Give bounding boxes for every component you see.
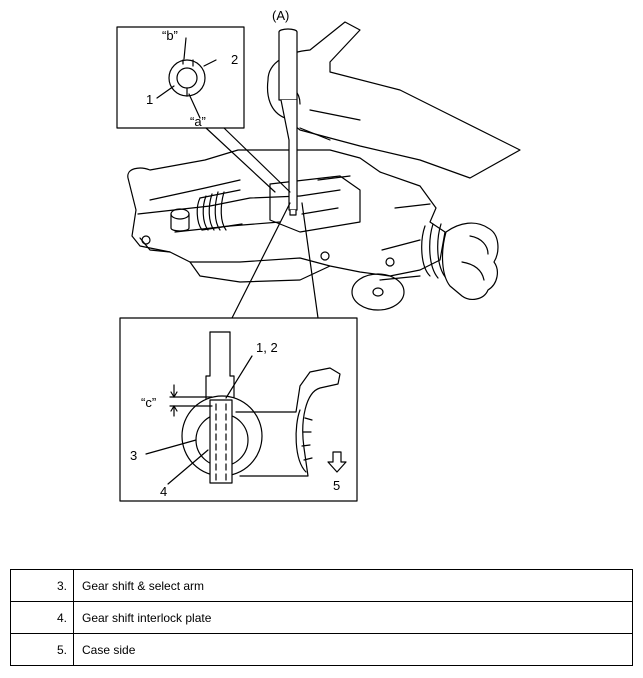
- legend-label: Gear shift & select arm: [73, 569, 633, 602]
- assembly-illustration: (A) “b” 2 1 “a” 1, 2 “c” 3 4 5: [116, 8, 521, 502]
- legend-number: 3.: [10, 569, 74, 602]
- legend-label: Gear shift interlock plate: [73, 601, 633, 634]
- legend-label: Case side: [73, 633, 633, 666]
- hand-illustration: [266, 21, 521, 179]
- legend-number: 5.: [10, 633, 74, 666]
- legend-row: 4. Gear shift interlock plate: [10, 601, 633, 634]
- callout-1-top: 1: [146, 92, 153, 107]
- clearance-c-label: “c”: [141, 395, 156, 410]
- callout-3: 3: [130, 448, 137, 463]
- legend-row: 5. Case side: [10, 633, 633, 666]
- parts-legend-table: 3. Gear shift & select arm 4. Gear shift…: [10, 569, 633, 666]
- callout-1-2: 1, 2: [256, 340, 278, 355]
- callout-2-top: 2: [231, 52, 238, 67]
- right-hand-illustration: [441, 222, 499, 300]
- top-detail-box: [116, 26, 291, 193]
- special-tool-a: [278, 28, 298, 216]
- tool-a-label: (A): [272, 8, 289, 23]
- legend-row: 3. Gear shift & select arm: [10, 569, 633, 602]
- clearance-b-label: “b”: [162, 28, 178, 43]
- transmission-case: [127, 149, 447, 311]
- legend-number: 4.: [10, 601, 74, 634]
- clearance-a-label: “a”: [190, 114, 206, 129]
- bottom-detail-box: [119, 202, 358, 502]
- callout-4: 4: [160, 484, 167, 499]
- callout-5: 5: [333, 478, 340, 493]
